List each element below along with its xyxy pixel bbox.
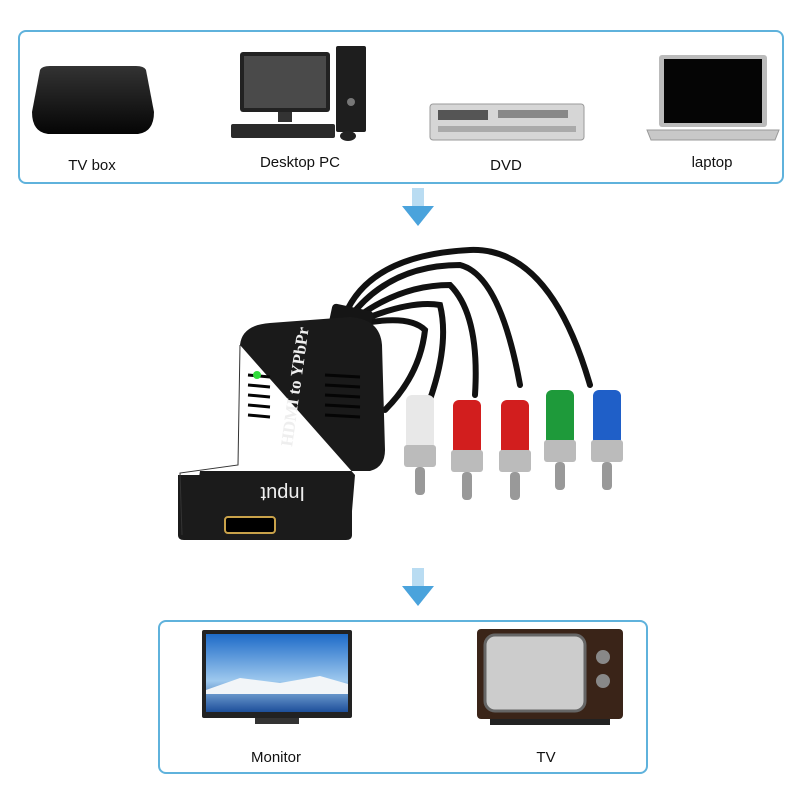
rca-plug bbox=[451, 400, 483, 500]
power-led bbox=[253, 371, 261, 379]
laptop-icon bbox=[646, 55, 780, 141]
rca-plug bbox=[404, 395, 436, 495]
hdmi-to-ypbpr-converter: HDMI to YPbPr Input bbox=[178, 246, 623, 540]
display-label-tv: TV bbox=[536, 749, 556, 766]
source-label-tv-box: TV box bbox=[68, 157, 116, 174]
arrow-down-icon bbox=[402, 568, 434, 606]
rca-plug bbox=[591, 390, 623, 490]
hdmi-port bbox=[224, 516, 276, 534]
display-label-monitor: Monitor bbox=[250, 749, 302, 766]
rca-plug bbox=[544, 390, 576, 490]
dvd-player-icon bbox=[429, 103, 585, 141]
source-label-dvd: DVD bbox=[490, 157, 522, 174]
source-label-laptop: laptop bbox=[691, 154, 733, 171]
source-label-desktop-pc: Desktop PC bbox=[259, 154, 341, 171]
crt-tv-icon bbox=[477, 629, 623, 725]
desktop-pc-icon bbox=[231, 46, 366, 141]
monitor-icon bbox=[202, 630, 352, 724]
tv-box-icon bbox=[32, 66, 154, 134]
arrow-down-icon bbox=[402, 188, 434, 226]
port-label: Input bbox=[260, 482, 305, 504]
rca-plug bbox=[499, 400, 531, 500]
